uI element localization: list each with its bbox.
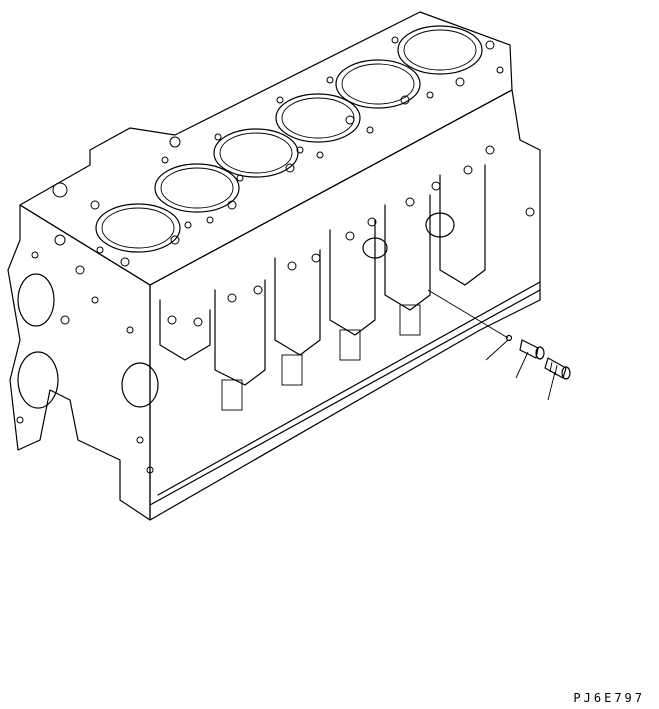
cylinder-bore-5 (335, 59, 421, 109)
bearing-caps (159, 164, 486, 411)
bolt-heads (167, 145, 535, 327)
connector-part (519, 339, 545, 360)
drawing-reference-code: PJ6E797 (573, 691, 645, 705)
cylinder-bore-6-inner (403, 29, 477, 71)
block-top-deck (19, 11, 513, 286)
mounting-boss (425, 212, 455, 238)
deck-holes (52, 36, 504, 267)
cylinder-bore-2-inner (160, 167, 234, 209)
cylinder-bore-3-inner (219, 132, 293, 174)
cylinder-bore-4 (275, 93, 361, 143)
cylinder-bore-2 (154, 163, 240, 213)
leader-lines (427, 289, 556, 401)
cylinder-bore-1-inner (101, 207, 175, 249)
pressure-switch-part (544, 357, 571, 380)
cylinder-bore-6 (397, 25, 483, 75)
cylinder-bore-4-inner (281, 97, 355, 139)
cylinder-bore-3 (213, 128, 299, 178)
cylinder-bore-1 (95, 203, 181, 253)
plug-part (505, 334, 513, 342)
front-face-holes (16, 234, 159, 474)
cylinder-bore-5-inner (341, 63, 415, 105)
block-flange-line (157, 281, 541, 496)
cylinder-bores (95, 25, 483, 253)
gallery-boss (362, 237, 388, 259)
block-lower-flange (149, 289, 541, 506)
block-side-face (149, 89, 541, 521)
block-front-face (7, 204, 151, 521)
